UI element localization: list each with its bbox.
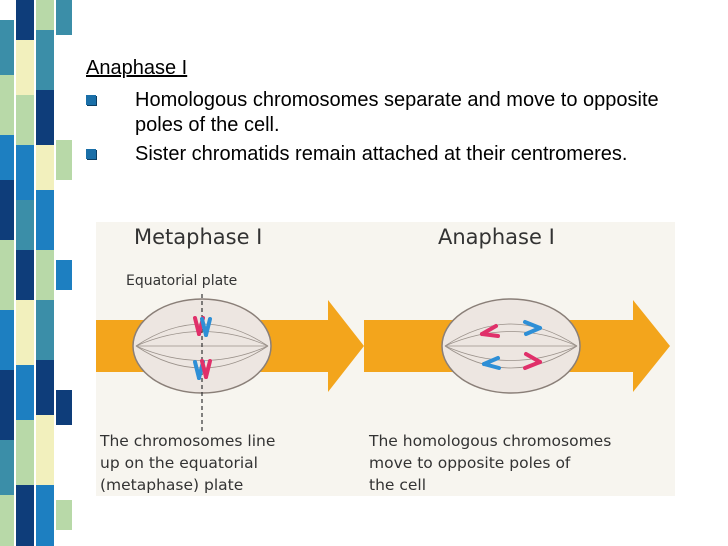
- caption-line: The homologous chromosomes: [368, 432, 611, 450]
- metaphase-title: Metaphase I: [134, 225, 262, 249]
- bullet-text: Homologous chromosomes separate and move…: [135, 89, 659, 136]
- decorative-stripe-bar: [0, 0, 72, 546]
- bullet-text: Sister chromatids remain attached at the…: [135, 143, 628, 165]
- bullet-item: Homologous chromosomes separate and move…: [86, 88, 706, 138]
- caption-line: the cell: [369, 476, 426, 494]
- bullet-item: Sister chromatids remain attached at the…: [86, 142, 706, 167]
- anaphase-title: Anaphase I: [438, 225, 555, 249]
- slide-heading: Anaphase I: [86, 57, 188, 79]
- bullet-list: Homologous chromosomes separate and move…: [86, 88, 706, 171]
- meiosis-figure: Metaphase I Anaphase I Equatorial plate: [96, 222, 675, 496]
- anaphase-cell: [441, 298, 581, 394]
- square-bullet-icon: [86, 149, 96, 159]
- metaphase-caption: The chromosomes line up on the equatoria…: [99, 432, 280, 494]
- equatorial-plate-label: Equatorial plate: [126, 273, 237, 289]
- caption-line: The chromosomes line: [99, 432, 275, 450]
- metaphase-cell: [132, 294, 272, 434]
- anaphase-caption: The homologous chromosomes move to oppos…: [368, 432, 616, 494]
- square-bullet-icon: [86, 95, 96, 105]
- caption-line: (metaphase) plate: [100, 476, 243, 494]
- caption-line: up on the equatorial: [100, 454, 258, 472]
- caption-line: move to opposite poles of: [369, 454, 571, 472]
